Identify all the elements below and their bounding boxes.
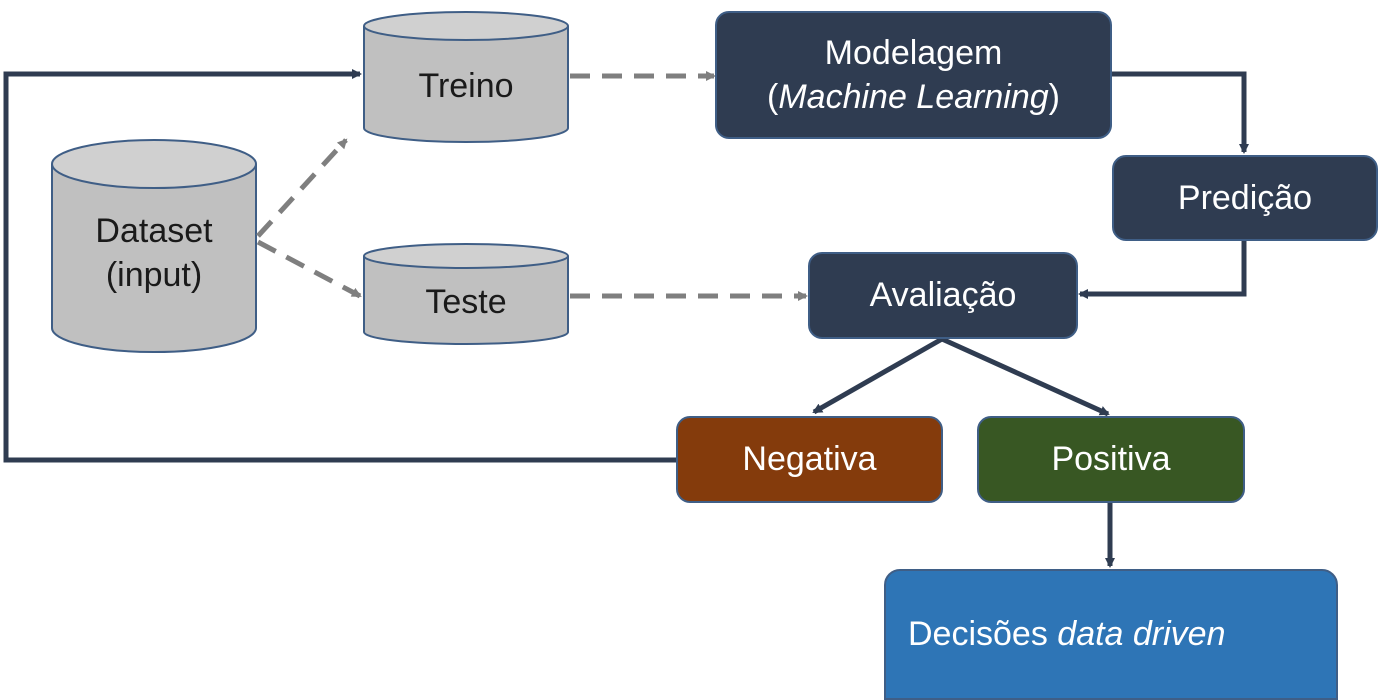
arrow-avaliacao-positiva xyxy=(940,336,1110,417)
decisoes-prefix: Decisões xyxy=(908,615,1058,654)
arrow-avaliacao-negativa xyxy=(812,336,944,415)
arrow-dataset-teste xyxy=(256,239,362,299)
decisoes-italic: data driven xyxy=(1057,615,1226,654)
dataset-label-line2: (input) xyxy=(105,256,203,294)
arrow-modelagem-predicao xyxy=(1112,71,1249,154)
modelagem-title: Modelagem xyxy=(824,33,1003,72)
decisoes-box: Decisões data driven xyxy=(884,569,1338,700)
negativa-box: Negativa xyxy=(676,416,943,503)
teste-label: Teste xyxy=(425,282,507,321)
treino-cylinder xyxy=(363,11,569,143)
modelagem-box: Modelagem (Machine Learning) xyxy=(715,11,1112,139)
treino-label: Treino xyxy=(418,66,514,105)
modelagem-subtitle-italic: Machine Learning xyxy=(778,78,1049,116)
avaliacao-box: Avaliação xyxy=(808,252,1078,339)
predicao-box: Predição xyxy=(1112,155,1378,241)
positiva-box: Positiva xyxy=(977,416,1245,503)
paren-close: ) xyxy=(1048,78,1060,116)
arrow-dataset-treino xyxy=(256,138,348,238)
modelagem-subtitle: (Machine Learning) xyxy=(767,75,1060,119)
arrow-predicao-avaliacao xyxy=(1078,240,1247,299)
dataset-label-line1: Dataset xyxy=(95,211,213,250)
dataset-label: Dataset (input) xyxy=(52,188,256,318)
arrow-negativa-treino-loop xyxy=(3,69,676,463)
teste-cylinder xyxy=(363,243,569,345)
paren-open: ( xyxy=(767,78,779,116)
dataset-cylinder xyxy=(51,139,257,353)
